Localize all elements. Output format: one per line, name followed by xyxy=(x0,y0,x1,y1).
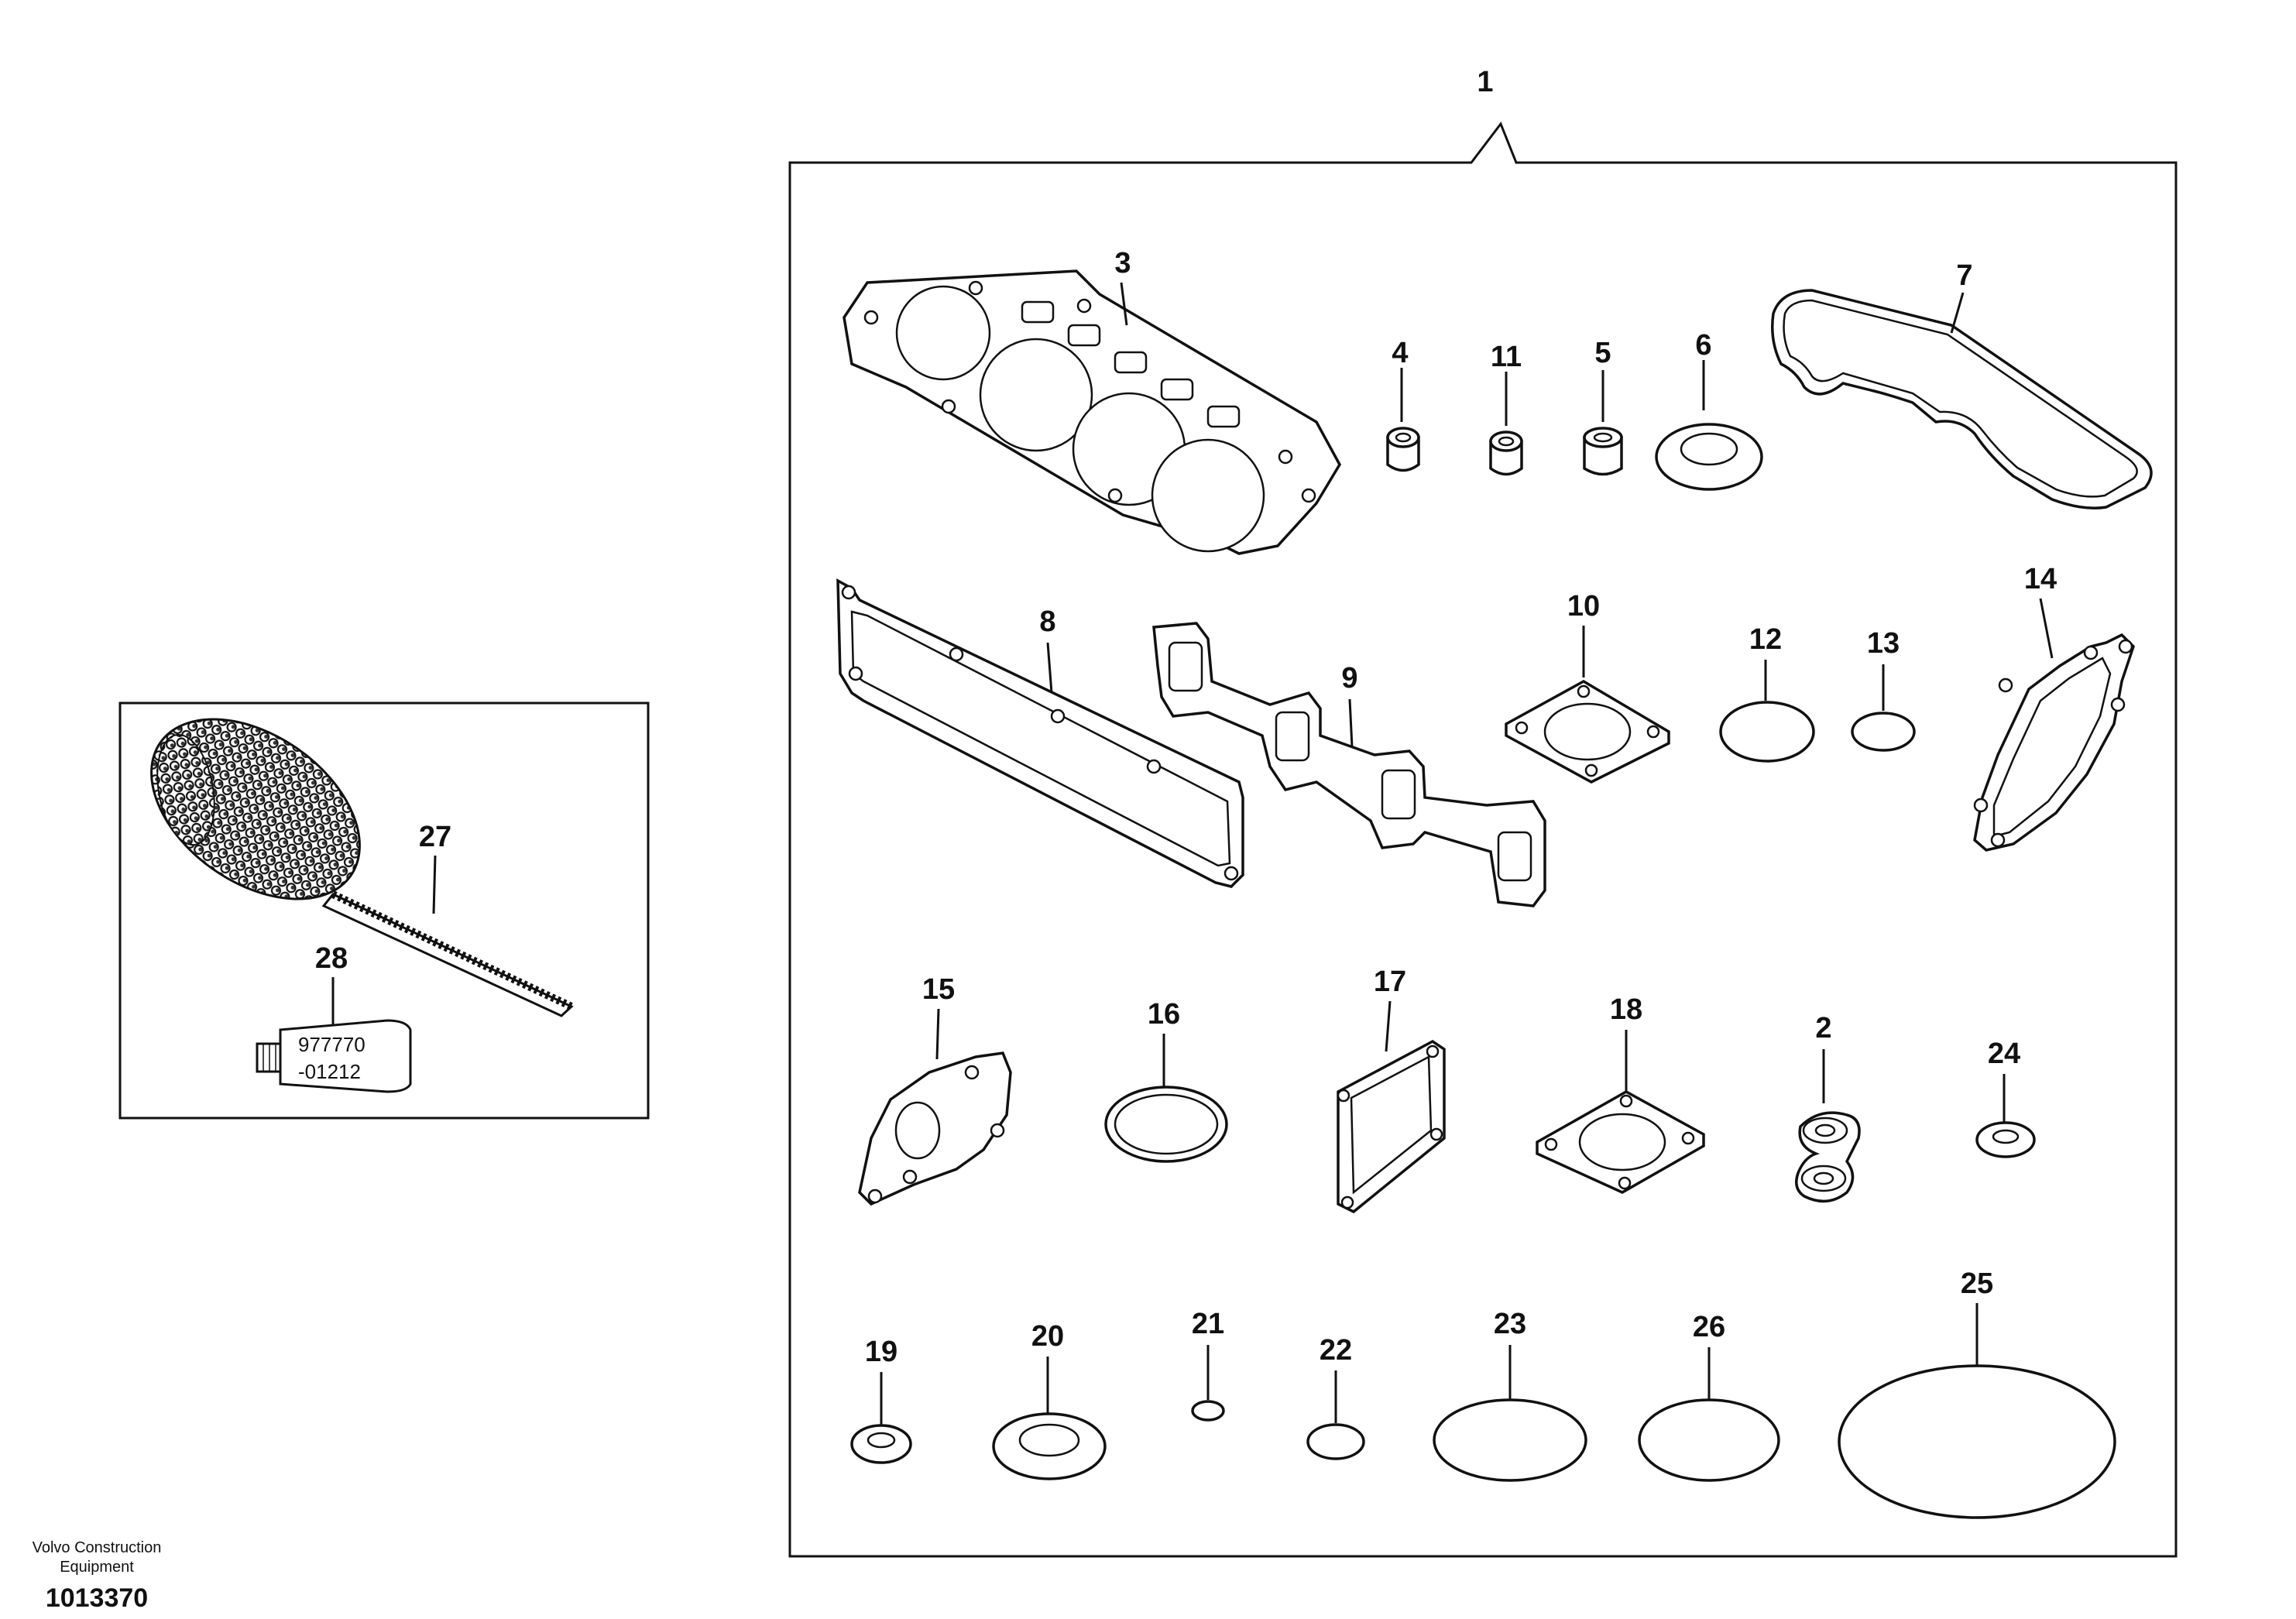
hone-brush xyxy=(150,718,574,1017)
o-ring-23 xyxy=(1433,1398,1587,1482)
water-pump-gasket xyxy=(1973,633,2136,852)
callout-17: 17 xyxy=(1374,966,1406,998)
callout-4: 4 xyxy=(1392,337,1408,369)
callout-11: 11 xyxy=(1491,341,1522,373)
o-ring-12 xyxy=(1719,701,1815,763)
exhaust-manifold-gasket xyxy=(1152,622,1546,907)
valve-seal-4 xyxy=(1386,427,1420,472)
valve-seal-11 xyxy=(1489,430,1523,476)
callout-28: 28 xyxy=(315,942,348,975)
callout-1: 1 xyxy=(1477,66,1493,98)
callout-19: 19 xyxy=(865,1336,897,1368)
callout-15: 15 xyxy=(922,973,955,1006)
callout-6: 6 xyxy=(1695,329,1711,362)
callout-24: 24 xyxy=(1988,1038,2020,1070)
double-seal-2 xyxy=(1795,1111,1861,1203)
o-ring-13 xyxy=(1851,712,1916,752)
callout-26: 26 xyxy=(1693,1311,1725,1343)
seal-washer-24 xyxy=(1975,1121,2036,1158)
callout-14: 14 xyxy=(2024,563,2057,595)
callout-3: 3 xyxy=(1114,247,1131,280)
callout-2: 2 xyxy=(1815,1012,1831,1044)
o-ring-26 xyxy=(1638,1398,1780,1482)
intake-manifold-gasket xyxy=(836,578,1244,888)
callout-8: 8 xyxy=(1039,605,1055,638)
callout-23: 23 xyxy=(1494,1308,1526,1340)
thermostat-gasket xyxy=(858,1051,1012,1206)
callout-22: 22 xyxy=(1320,1334,1352,1367)
head-gasket xyxy=(843,269,1342,555)
tube-text-2: -01212 xyxy=(298,1060,361,1083)
valve-cover-gasket xyxy=(1771,289,2153,509)
tube-text-1: 977770 xyxy=(298,1033,366,1056)
seal-ring-6 xyxy=(1655,423,1763,491)
callout-5: 5 xyxy=(1594,337,1611,369)
footer-code: 1013370 xyxy=(46,1583,148,1613)
callout-20: 20 xyxy=(1031,1320,1064,1353)
cover-gasket-17 xyxy=(1337,1039,1446,1214)
callout-27: 27 xyxy=(419,821,451,853)
callout-18: 18 xyxy=(1610,993,1642,1026)
callout-10: 10 xyxy=(1567,590,1600,623)
sealant-tube: 977770 -01212 xyxy=(256,1019,412,1093)
callout-25: 25 xyxy=(1961,1267,1993,1300)
o-ring-21 xyxy=(1191,1400,1225,1422)
callout-16: 16 xyxy=(1148,998,1180,1031)
callout-12: 12 xyxy=(1749,623,1782,656)
o-ring-25 xyxy=(1838,1364,2116,1519)
callout-13: 13 xyxy=(1867,627,1900,660)
callout-7: 7 xyxy=(1956,259,1972,292)
sleeve-5 xyxy=(1583,427,1623,476)
tool-box xyxy=(118,701,650,1120)
flange-gasket-10 xyxy=(1505,679,1670,784)
footer-brand-line1: Volvo Construction xyxy=(33,1539,162,1556)
callout-21: 21 xyxy=(1192,1308,1224,1340)
washer-19 xyxy=(850,1424,912,1464)
callout-9: 9 xyxy=(1341,662,1357,695)
flange-gasket-18 xyxy=(1536,1089,1705,1194)
washer-20 xyxy=(992,1412,1107,1480)
kit-box xyxy=(788,121,2178,1558)
o-ring-22 xyxy=(1306,1423,1365,1460)
seal-ring-16 xyxy=(1104,1086,1228,1163)
footer-brand-line2: Equipment xyxy=(60,1559,134,1576)
